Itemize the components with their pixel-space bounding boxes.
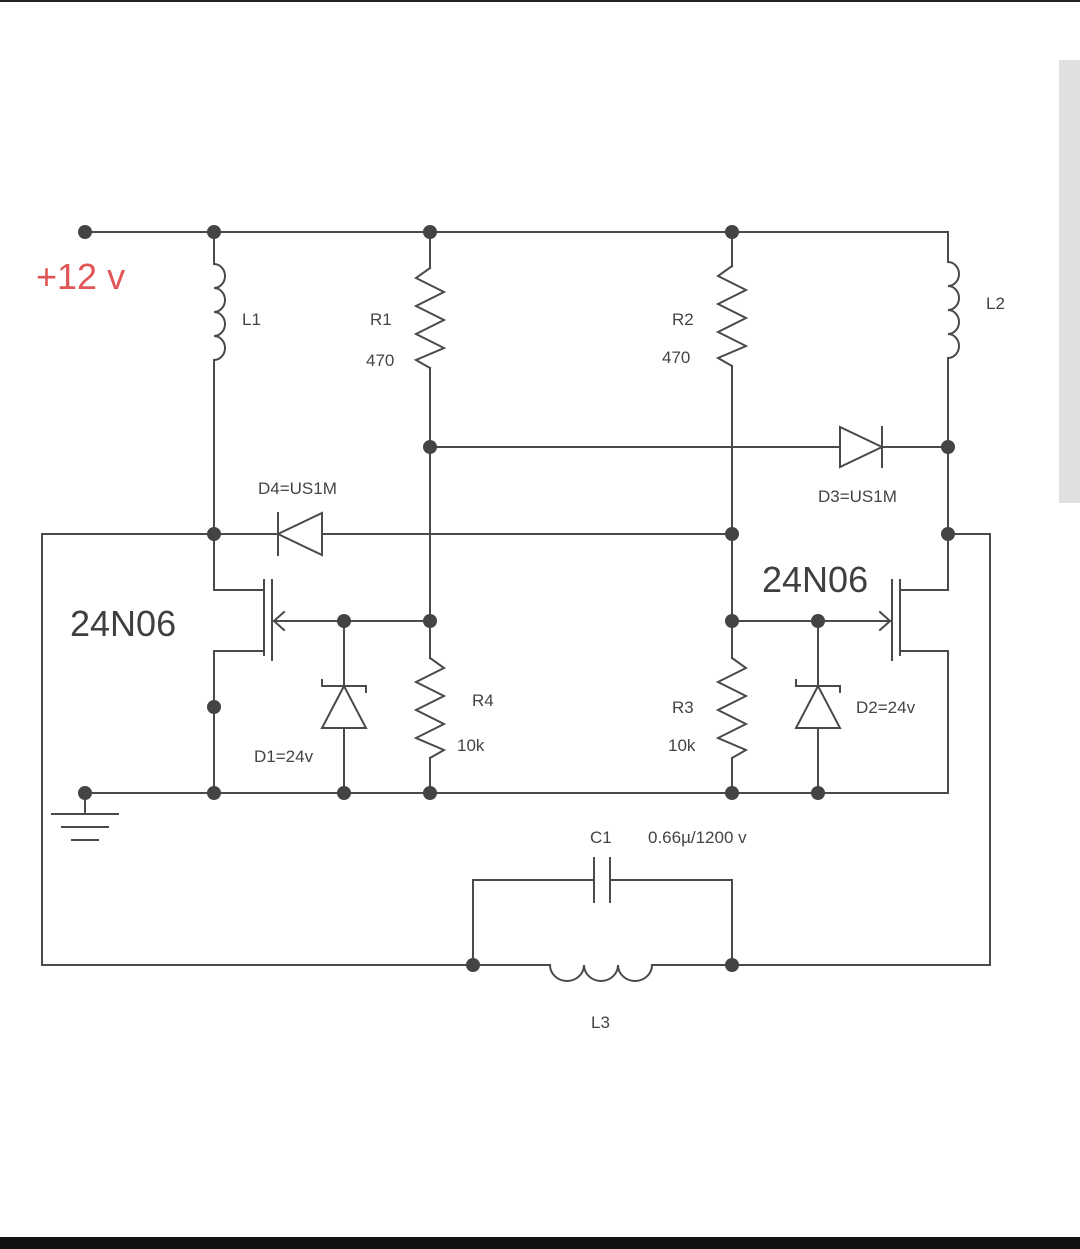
outer-loop-wire bbox=[41, 533, 991, 966]
r3-value: 10k bbox=[668, 736, 696, 755]
d3-label: D3=US1M bbox=[818, 487, 897, 506]
bottom-nav-bar bbox=[0, 1237, 1080, 1249]
r1-label: R1 bbox=[370, 310, 392, 329]
q1-label: 24N06 bbox=[70, 603, 176, 644]
resistor-icon bbox=[715, 656, 749, 794]
c1-value: 0.66µ/1200 v bbox=[648, 828, 747, 847]
q2-label: 24N06 bbox=[762, 559, 868, 600]
r4-value: 10k bbox=[457, 736, 485, 755]
r2-label: R2 bbox=[672, 310, 694, 329]
zener-diode-icon bbox=[794, 620, 842, 794]
top-border bbox=[0, 0, 1080, 2]
zener-diode-icon bbox=[320, 620, 368, 794]
r4-label: R4 bbox=[472, 691, 494, 710]
d4-label: D4=US1M bbox=[258, 479, 337, 498]
l2-label: L2 bbox=[986, 294, 1005, 313]
capacitor-icon bbox=[472, 857, 733, 966]
d2-label: D2=24v bbox=[856, 698, 916, 717]
inductor-icon bbox=[946, 260, 960, 591]
r1-value: 470 bbox=[366, 351, 394, 370]
supply-label: +12 v bbox=[36, 256, 125, 297]
c1-label: C1 bbox=[590, 828, 612, 847]
r3-label: R3 bbox=[672, 698, 694, 717]
r2-value: 470 bbox=[662, 348, 690, 367]
scrollbar[interactable] bbox=[1059, 60, 1080, 503]
resistor-icon bbox=[413, 656, 447, 794]
junction-dots bbox=[78, 225, 955, 972]
diode-icon bbox=[213, 511, 733, 557]
ground-icon bbox=[51, 792, 119, 841]
supply-rail bbox=[84, 231, 949, 263]
l1-label: L1 bbox=[242, 310, 261, 329]
d1-label: D1=24v bbox=[254, 747, 314, 766]
diode-icon bbox=[429, 425, 949, 469]
l3-label: L3 bbox=[591, 1013, 610, 1032]
resistor-icon bbox=[715, 231, 749, 659]
inductor-icon bbox=[472, 963, 733, 982]
